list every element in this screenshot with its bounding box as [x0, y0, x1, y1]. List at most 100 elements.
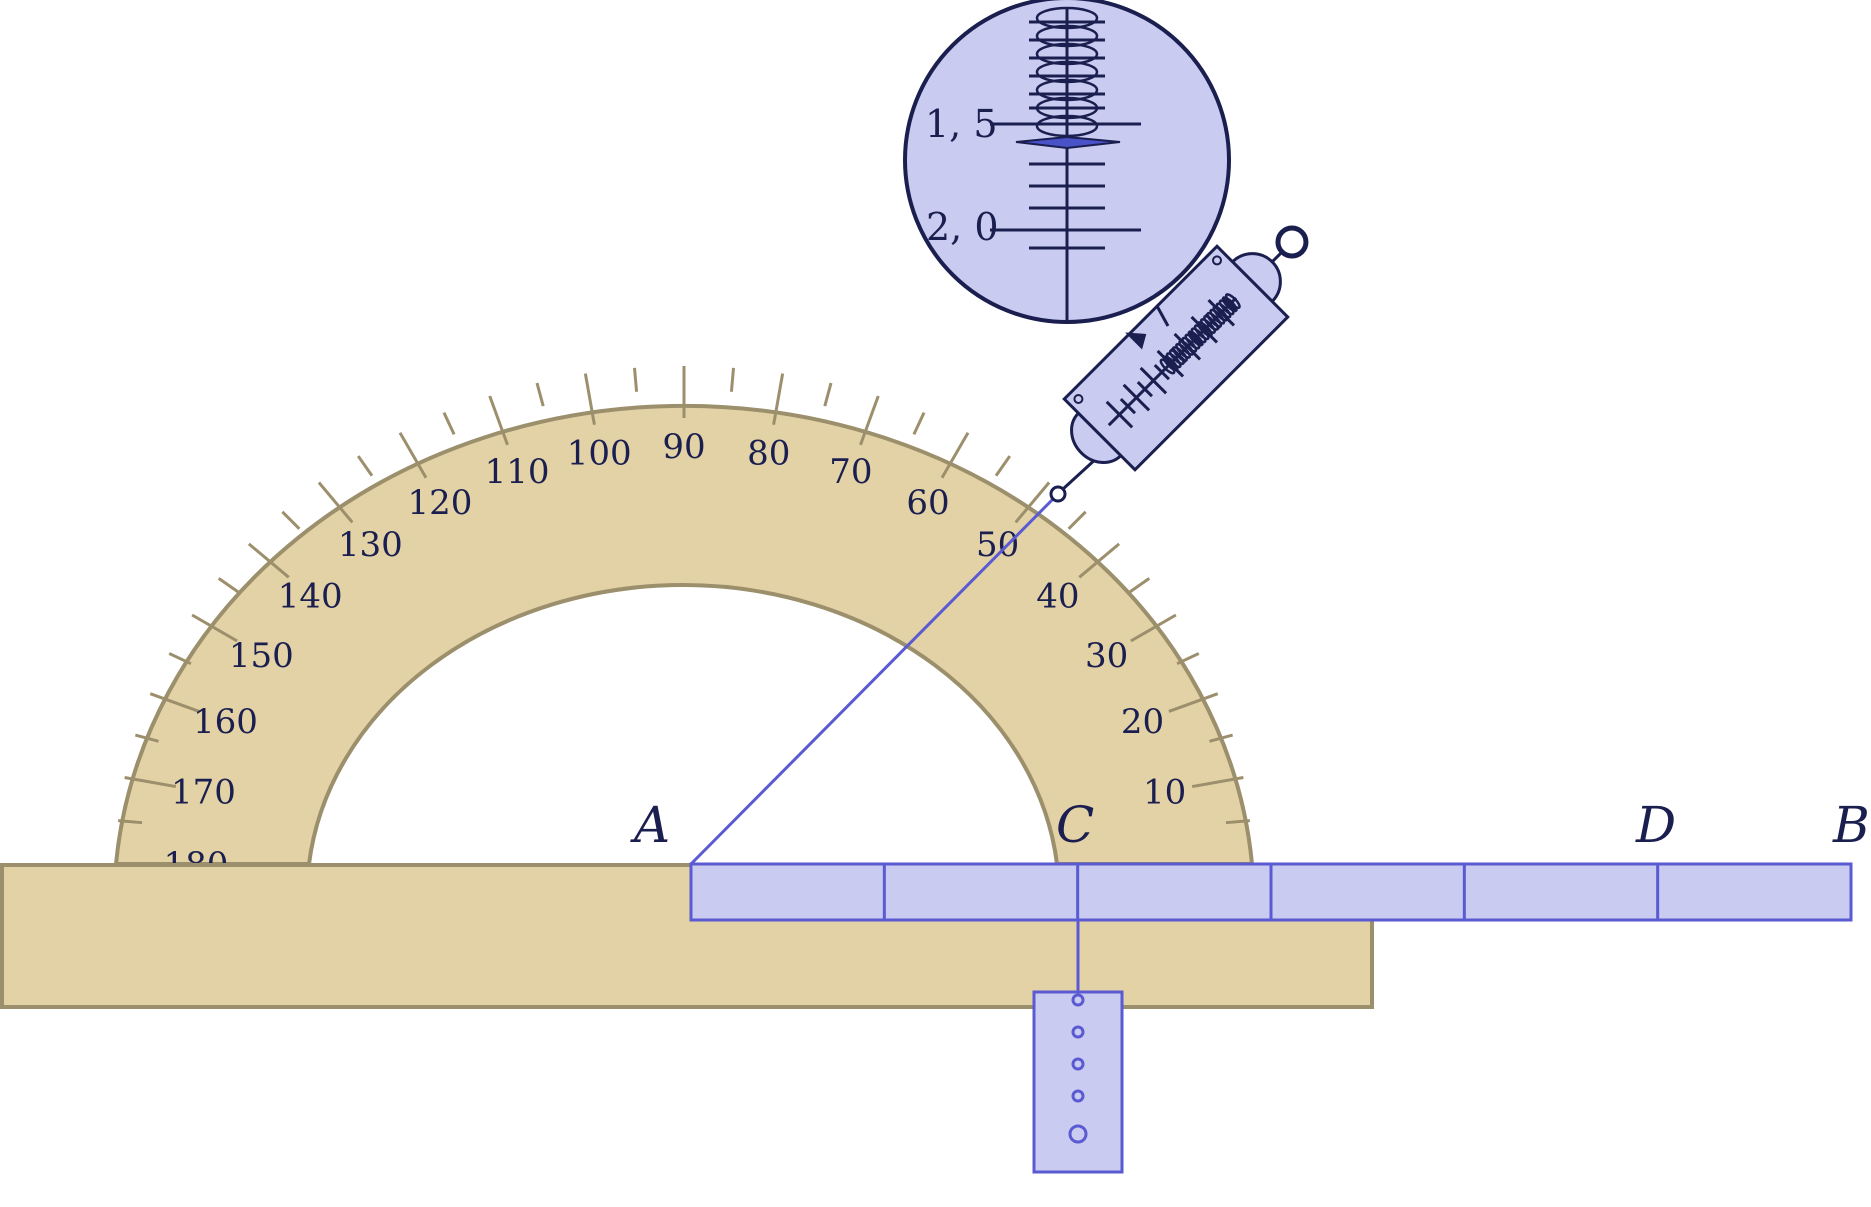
dynamometer-ring [1275, 225, 1309, 259]
protractor-tick [124, 776, 177, 789]
weights-holder [1032, 990, 1124, 1174]
protractor-label: 50 [976, 525, 1019, 565]
protractor-tick [1191, 776, 1244, 789]
spring-coil [1175, 342, 1192, 359]
protractor-tick [442, 412, 456, 436]
spring-coil [1165, 352, 1182, 369]
protractor-tick [1209, 733, 1234, 743]
protractor-label: 40 [1036, 576, 1079, 616]
point-label-d: D [1635, 796, 1676, 854]
spring-coil [1200, 318, 1216, 334]
spring-coil [1187, 330, 1204, 347]
magnifier-callout-line [1155, 305, 1170, 327]
protractor-tick [633, 367, 639, 392]
dynamometer-pointer [1125, 332, 1147, 350]
spring-coil [1184, 333, 1201, 350]
spring-coil [1172, 346, 1188, 362]
dynamometer-top-cap [1230, 252, 1282, 304]
dynamometer-spring [1159, 293, 1241, 375]
protractor-tick [149, 692, 200, 713]
protractor-tick [488, 395, 509, 446]
protractor-label: 20 [1121, 702, 1164, 742]
point-label-a: A [630, 796, 670, 854]
magnified-spring [1035, 6, 1099, 138]
magnified-label-upper: 1, 5 [925, 102, 998, 146]
protractor-tick [134, 733, 159, 743]
dynamometer-tick [1122, 383, 1151, 412]
dynamometer-bottom-cap [1070, 411, 1123, 464]
spring-coil [1196, 321, 1213, 338]
protractor-tick [317, 481, 354, 524]
dynamometer-tick [1105, 400, 1134, 429]
protractor-tick [583, 373, 596, 426]
protractor-tick [118, 819, 143, 825]
dynamometer-hook-rod [1061, 455, 1100, 491]
protractor-tick [1130, 613, 1177, 643]
protractor-tick [1225, 819, 1250, 825]
protractor-tick [1128, 577, 1151, 594]
protractor-label: 110 [485, 452, 550, 492]
magnified-label-lower: 2, 0 [926, 205, 999, 249]
magnified-spring-coil [1035, 42, 1099, 66]
weight-ring [1071, 1025, 1085, 1039]
protractor-tick [191, 613, 238, 643]
magnified-spring-coil [1035, 60, 1099, 84]
protractor-tick [1176, 652, 1200, 666]
magnified-spring-coil [1035, 24, 1099, 48]
protractor-tick [1014, 481, 1051, 524]
casing-screw [1073, 394, 1084, 405]
protractor-label: 170 [171, 772, 236, 812]
spring-coil [1224, 293, 1241, 310]
protractor-label: 130 [338, 525, 403, 565]
magnified-spring-coil [1035, 6, 1099, 30]
protractor-label: 140 [278, 576, 343, 616]
protractor-tick [912, 412, 926, 436]
dynamometer [1049, 225, 1309, 503]
protractor-label: 90 [662, 427, 705, 467]
protractor-label: 120 [408, 483, 473, 523]
protractor-arc [113, 403, 1255, 866]
protractor-label: 10 [1143, 772, 1186, 812]
protractor-label: 160 [193, 702, 258, 742]
casing-screw [1212, 255, 1223, 266]
spring-coil [1168, 349, 1185, 366]
protractor-tick [281, 510, 301, 530]
spring-coil [1190, 327, 1207, 344]
magnified-pointer [1015, 135, 1121, 150]
protractor-label: 100 [567, 433, 632, 473]
protractor-tick [772, 373, 785, 426]
protractor-tick [247, 542, 290, 579]
point-label-b: B [1832, 796, 1870, 854]
protractor-label: 70 [829, 452, 872, 492]
protractor-tick [994, 455, 1012, 477]
protractor-tick [940, 431, 970, 479]
dynamometer-body [1062, 225, 1309, 472]
spring-coil [1181, 336, 1198, 353]
protractor-label: 80 [747, 433, 790, 473]
spring-coil [1203, 314, 1220, 331]
protractor-tick [398, 431, 428, 479]
weight-rings [1068, 993, 1088, 1144]
spring-coil [1221, 296, 1238, 313]
rod-dividers [882, 864, 1660, 920]
protractor-tick [859, 395, 880, 446]
spring-coil [1159, 358, 1176, 375]
dynamometer-tick [1221, 296, 1238, 313]
spring-coil [1215, 302, 1232, 319]
protractor-label: 30 [1085, 636, 1128, 676]
protractor-tick [823, 382, 833, 407]
spring-coil [1178, 339, 1195, 356]
dynamometer-tick [1153, 364, 1170, 381]
point-label-c: C [1056, 796, 1094, 854]
weight-ring [1071, 1089, 1085, 1103]
spring-coil [1209, 308, 1226, 325]
protractor-tick [356, 455, 374, 477]
protractor-label: 60 [906, 483, 949, 523]
protractor-tick [1067, 510, 1087, 530]
weight-ring [1071, 993, 1085, 1007]
dynamometer-tick [1119, 397, 1137, 415]
spring-coil [1162, 355, 1179, 372]
protractor-tick [168, 652, 192, 666]
spring-coil [1218, 299, 1235, 316]
